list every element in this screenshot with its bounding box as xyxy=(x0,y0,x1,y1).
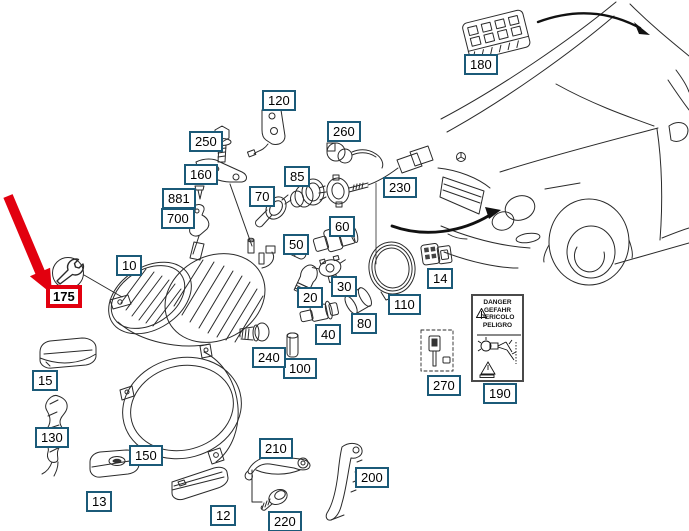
part-130-bracket-drawing xyxy=(41,395,68,477)
sticker-line-pericolo: PERICOLO xyxy=(480,314,515,321)
part-label-130[interactable]: 130 xyxy=(35,427,69,448)
part-label-70[interactable]: 70 xyxy=(249,186,276,207)
part-30-socket-drawing xyxy=(311,254,346,284)
part-240-screw-drawing xyxy=(239,322,270,342)
part-881-screw-drawing xyxy=(194,185,205,200)
part-260-motor-drawing xyxy=(326,142,384,169)
wrench-icon xyxy=(52,257,85,289)
part-14-connector-drawing xyxy=(420,243,453,266)
part-label-110[interactable]: 110 xyxy=(388,294,421,315)
part-label-175-highlighted[interactable]: 175 xyxy=(46,285,82,308)
xenon-hazard-pictogram xyxy=(477,334,521,378)
part-230-igniter-drawing xyxy=(318,145,434,265)
part-label-80[interactable]: 80 xyxy=(351,313,378,334)
sticker-line-danger: DANGER xyxy=(483,299,512,306)
part-120-bracket-drawing xyxy=(246,105,286,158)
part-label-881[interactable]: 881 xyxy=(162,188,196,209)
curved-arrow-icon xyxy=(536,12,650,35)
danger-warning-sticker: DANGER GEFAHR PERICOLO PELIGRO xyxy=(471,294,524,382)
part-label-10[interactable]: 10 xyxy=(116,255,143,276)
part-label-60[interactable]: 60 xyxy=(329,216,356,237)
part-label-120[interactable]: 120 xyxy=(262,90,296,111)
part-label-190[interactable]: 190 xyxy=(483,383,517,404)
part-label-40[interactable]: 40 xyxy=(315,324,342,345)
part-label-150[interactable]: 150 xyxy=(129,445,163,466)
part-label-270[interactable]: 270 xyxy=(427,375,461,396)
headlight-arrow-icon xyxy=(390,207,501,234)
part-200-bracket-drawing xyxy=(325,442,363,521)
sticker-line-gefahr: GEFAHR xyxy=(483,306,512,314)
part-150-ring-drawing xyxy=(119,343,242,465)
leader-line-175 xyxy=(83,274,123,298)
part-label-15[interactable]: 15 xyxy=(32,370,59,391)
sticker-line-peligro: PELIGRO xyxy=(482,321,513,329)
part-label-30[interactable]: 30 xyxy=(331,276,358,297)
part-label-240[interactable]: 240 xyxy=(252,347,286,368)
part-10-headlamp-drawing xyxy=(108,237,276,347)
part-label-200[interactable]: 200 xyxy=(355,467,389,488)
part-270-key-drawing xyxy=(420,329,454,372)
part-label-250[interactable]: 250 xyxy=(189,131,223,152)
part-label-260[interactable]: 260 xyxy=(327,121,361,142)
part-label-700[interactable]: 700 xyxy=(161,208,195,229)
part-label-85[interactable]: 85 xyxy=(284,166,311,187)
part-label-20[interactable]: 20 xyxy=(297,287,324,308)
part-label-12[interactable]: 12 xyxy=(210,505,237,526)
red-arrow-icon xyxy=(3,194,52,294)
part-label-230[interactable]: 230 xyxy=(383,177,417,198)
part-label-13[interactable]: 13 xyxy=(86,491,113,512)
car-drawing xyxy=(437,1,689,286)
part-15-module-drawing xyxy=(39,337,97,369)
part-100-cap-drawing xyxy=(286,332,299,358)
part-label-220[interactable]: 220 xyxy=(268,511,302,531)
part-label-210[interactable]: 210 xyxy=(259,438,293,459)
part-label-160[interactable]: 160 xyxy=(184,164,218,185)
part-12-module-drawing xyxy=(171,466,229,501)
part-220-bolt-drawing xyxy=(260,488,288,511)
part-210-bracket-drawing xyxy=(244,455,311,503)
part-label-14[interactable]: 14 xyxy=(427,268,454,289)
part-110-ring-drawing xyxy=(368,241,416,301)
part-label-50[interactable]: 50 xyxy=(283,234,310,255)
part-label-100[interactable]: 100 xyxy=(283,358,317,379)
warning-triangle-icon xyxy=(476,308,487,318)
part-label-180[interactable]: 180 xyxy=(464,54,498,75)
